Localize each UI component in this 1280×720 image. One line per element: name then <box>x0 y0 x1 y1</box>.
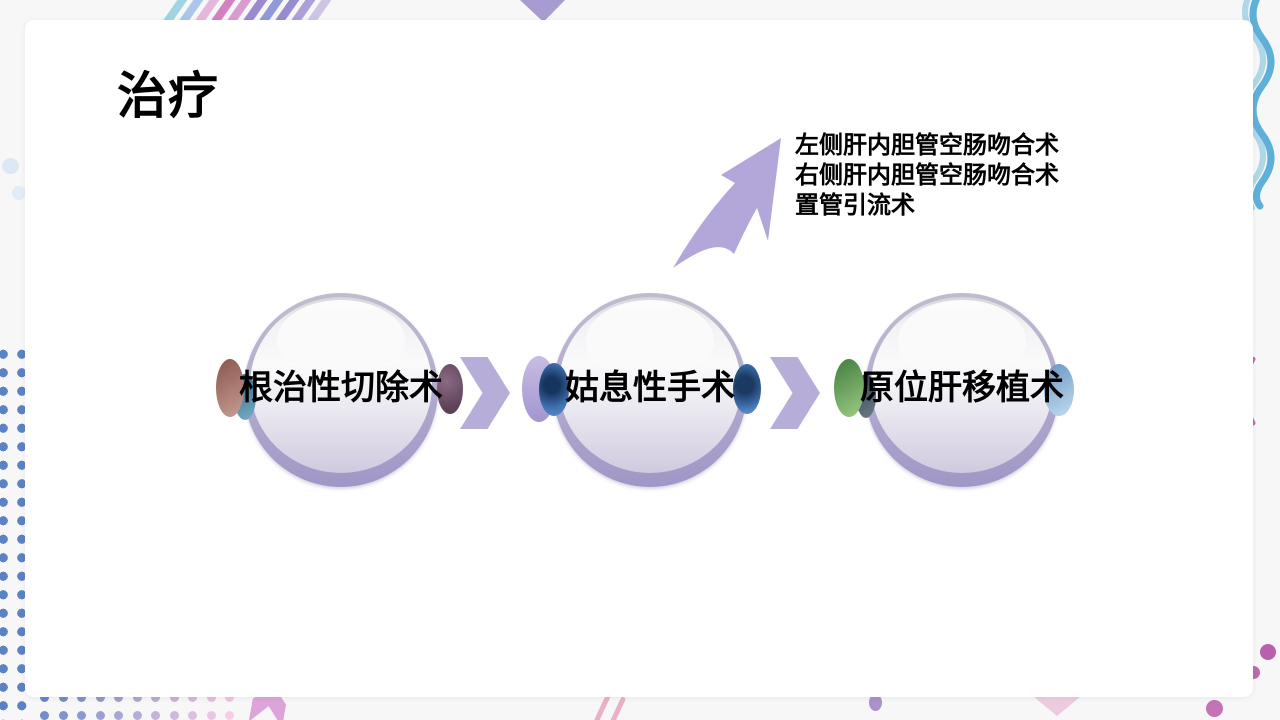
process-sphere-3 <box>865 293 1059 487</box>
annotation-line: 右侧肝内胆管空肠吻合术 <box>795 163 1059 189</box>
sphere1-left-knob <box>216 359 244 417</box>
sphere3-left-knob <box>834 359 864 417</box>
decor-pink-slash <box>608 696 627 720</box>
swoosh-arrow-path <box>673 138 781 268</box>
slide-title: 治疗 <box>117 68 219 124</box>
sphere2-right-knob <box>733 364 761 414</box>
annotation-line: 左侧肝内胆管空肠吻合术 <box>795 133 1059 159</box>
decor-purple-triangle <box>520 0 565 22</box>
sphere3-right-knob <box>1044 364 1074 416</box>
process-step-label: 姑息性手术 <box>565 370 735 407</box>
decor-purple-dot <box>869 694 882 711</box>
process-step-label: 根治性切除术 <box>239 370 443 407</box>
decor-magenta-dot <box>1260 644 1276 660</box>
annotation-line: 置管引流术 <box>795 193 915 219</box>
decor-faint-dot <box>2 158 19 174</box>
decor-diagonal-stripes <box>162 0 332 21</box>
sphere1-right-knob <box>437 364 463 414</box>
process-sphere-1 <box>244 293 438 487</box>
decor-pink-slash <box>593 693 612 720</box>
branch-annotation: 左侧肝内胆管空肠吻合术 右侧肝内胆管空肠吻合术 置管引流术 <box>795 131 1059 221</box>
process-step-label: 原位肝移植术 <box>860 370 1064 407</box>
decor-magenta-dot <box>1206 700 1223 717</box>
decor-faint-dot <box>12 186 26 200</box>
process-sphere-2 <box>553 293 747 487</box>
swoosh-arrow-icon <box>673 138 781 268</box>
sphere2-left-knob <box>539 363 569 416</box>
